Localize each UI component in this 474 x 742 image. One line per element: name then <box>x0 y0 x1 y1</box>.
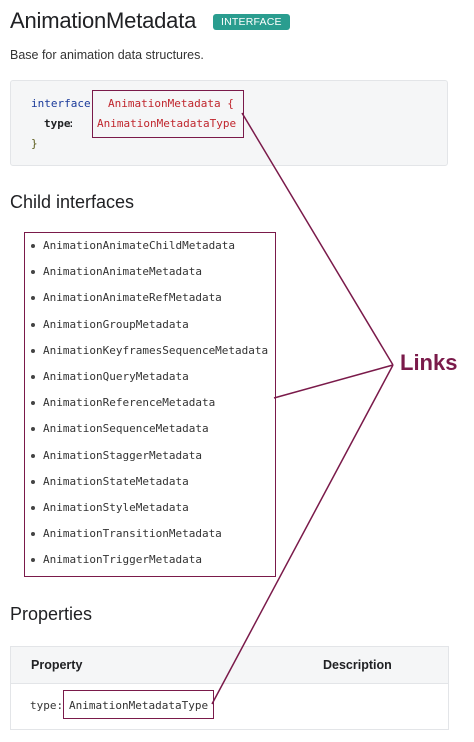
child-interface-link[interactable]: AnimationQueryMetadata <box>30 369 268 395</box>
page-description: Base for animation data structures. <box>10 48 204 62</box>
child-interface-link[interactable]: AnimationAnimateMetadata <box>30 264 268 290</box>
interface-badge: INTERFACE <box>213 14 290 30</box>
property-link-highlight <box>63 690 214 719</box>
page-title: AnimationMetadata <box>10 8 197 33</box>
child-interface-link[interactable]: AnimationStateMetadata <box>30 474 268 500</box>
child-interface-link[interactable]: AnimationKeyframesSequenceMetadata <box>30 343 268 369</box>
code-type-link[interactable]: AnimationMetadataType <box>97 117 237 130</box>
child-interface-link[interactable]: AnimationReferenceMetadata <box>30 395 268 421</box>
code-property-name: type <box>44 117 71 130</box>
child-interface-link[interactable]: AnimationGroupMetadata <box>30 317 268 343</box>
child-interface-link[interactable]: AnimationAnimateRefMetadata <box>30 290 268 316</box>
child-interface-link[interactable]: AnimationTriggerMetadata <box>30 552 268 578</box>
child-interfaces-list: AnimationAnimateChildMetadata AnimationA… <box>30 238 268 578</box>
child-interface-link[interactable]: AnimationSequenceMetadata <box>30 421 268 447</box>
column-header-description: Description <box>323 658 392 672</box>
property-name: type: <box>30 699 64 712</box>
column-header-property: Property <box>31 658 83 672</box>
property-type-link[interactable]: AnimationMetadataType <box>69 699 209 712</box>
code-closing-brace: } <box>31 137 38 150</box>
child-interface-link[interactable]: AnimationStaggerMetadata <box>30 448 268 474</box>
properties-table-header: Property Description <box>11 647 448 684</box>
code-links-highlight <box>92 90 244 138</box>
links-annotation-label: Links <box>400 350 458 375</box>
code-interface-name: AnimationMetadata { <box>108 97 234 110</box>
code-block <box>10 80 448 166</box>
properties-heading: Properties <box>10 604 93 624</box>
child-interfaces-heading: Child interfaces <box>10 192 135 212</box>
child-interface-link[interactable]: AnimationTransitionMetadata <box>30 526 268 552</box>
child-interface-link[interactable]: AnimationAnimateChildMetadata <box>30 238 268 264</box>
code-keyword: interface <box>31 97 91 110</box>
code-colon: : <box>68 117 75 130</box>
child-interface-link[interactable]: AnimationStyleMetadata <box>30 500 268 526</box>
properties-table: Property Description <box>10 646 449 730</box>
child-links-highlight <box>24 232 276 577</box>
